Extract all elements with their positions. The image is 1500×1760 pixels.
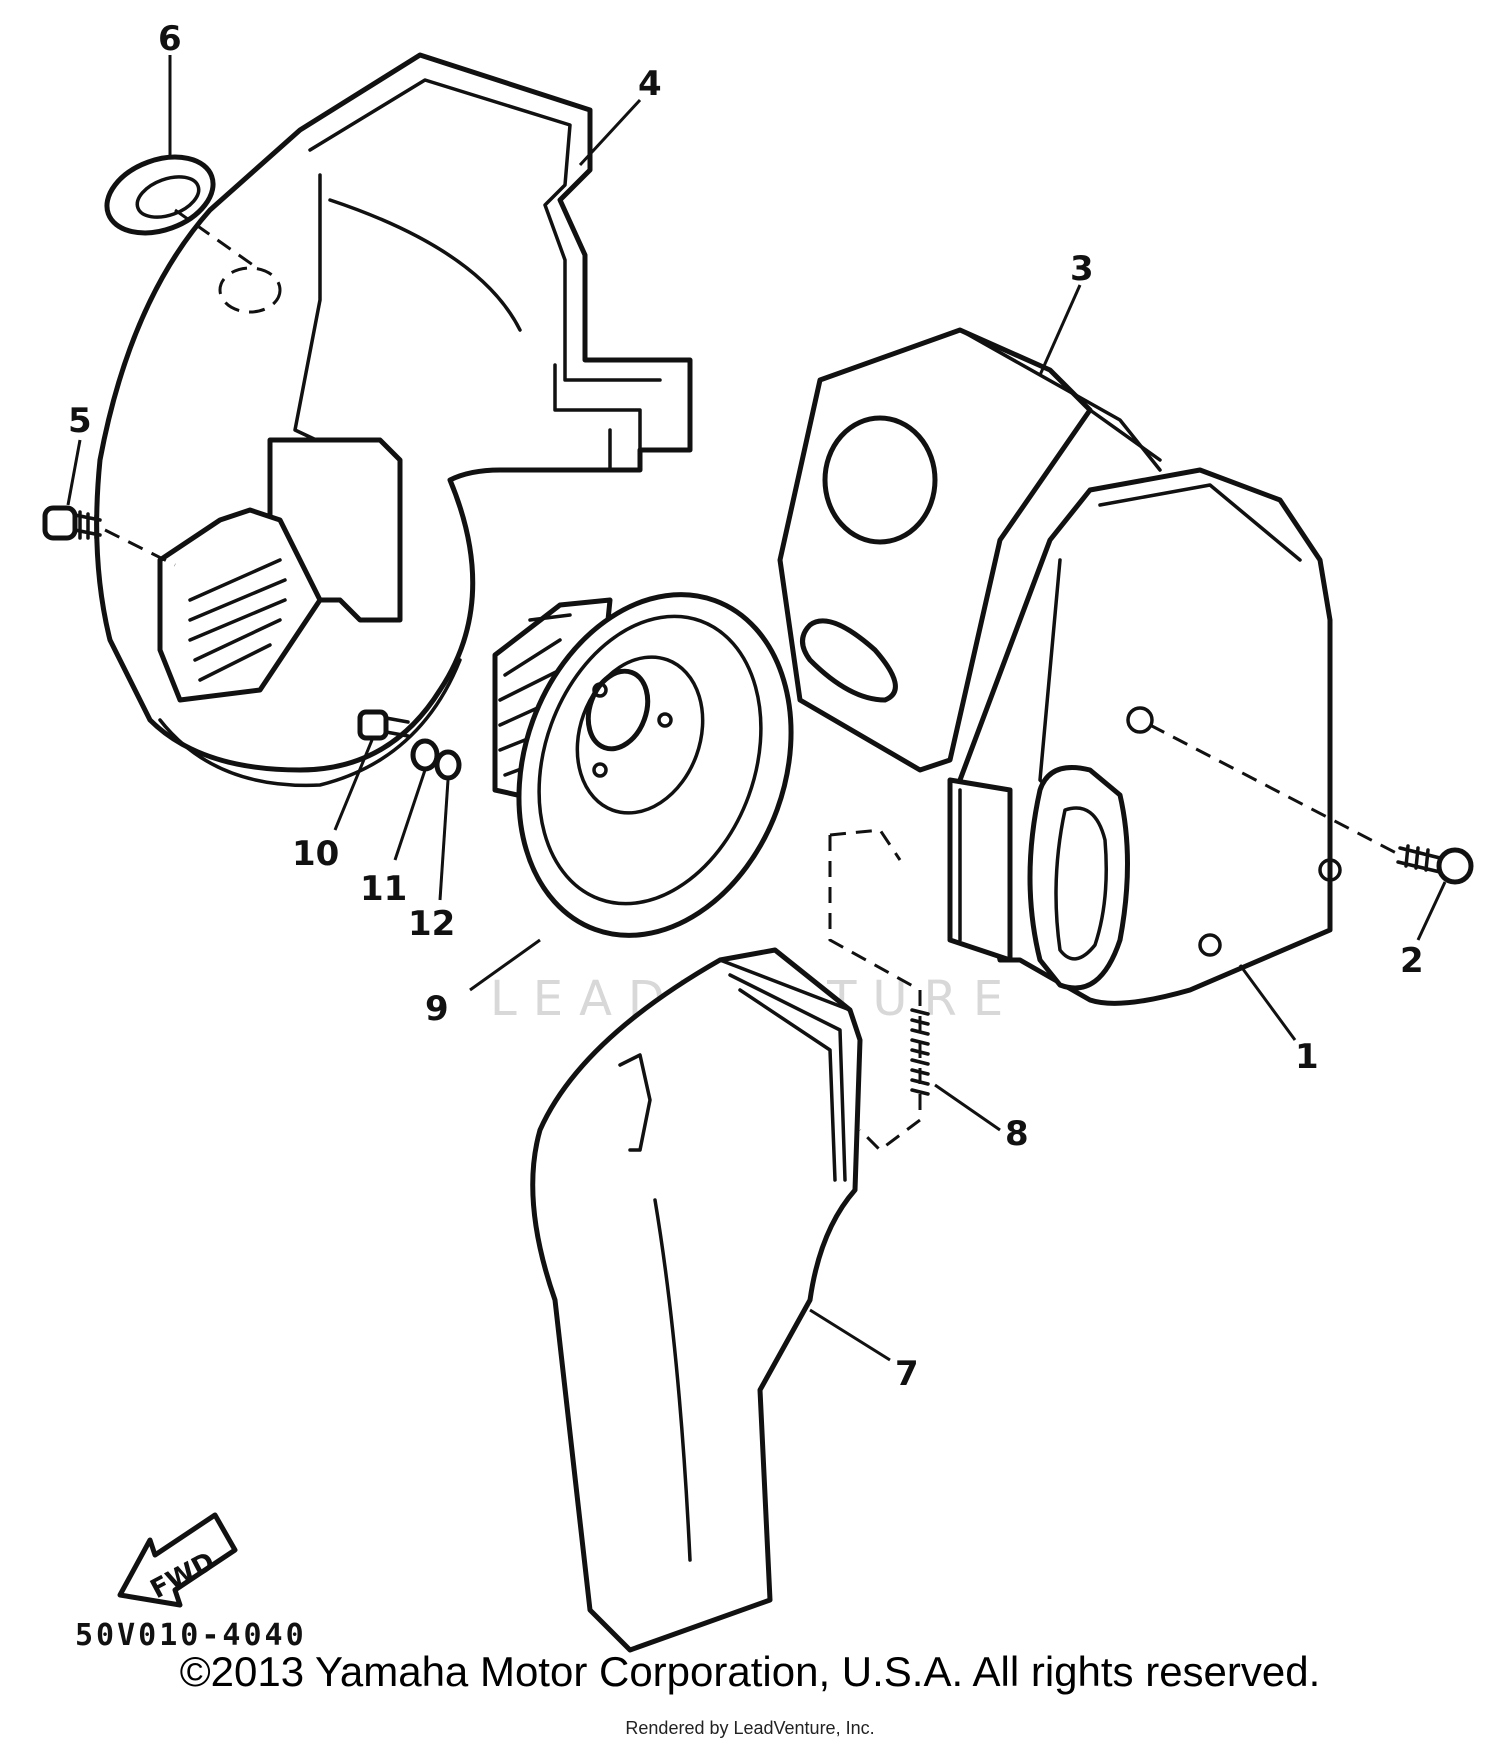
callout-2: 2 — [1400, 941, 1424, 981]
spring-part-8 — [828, 828, 930, 1152]
diagram-code: 50V010-4040 — [75, 1618, 307, 1653]
washer-part-12 — [434, 749, 462, 781]
bolt-part-5 — [42, 505, 176, 567]
callout-9: 9 — [425, 989, 449, 1029]
copyright-notice: ©2013 Yamaha Motor Corporation, U.S.A. A… — [179, 1648, 1321, 1695]
callout-4: 4 — [638, 64, 662, 104]
callout-6: 6 — [158, 19, 182, 59]
callout-labels: 6 4 3 5 10 11 12 9 2 1 8 7 — [68, 19, 1424, 1394]
callout-7: 7 — [895, 1354, 919, 1394]
callout-8: 8 — [1005, 1114, 1029, 1154]
callout-5: 5 — [68, 401, 92, 441]
rendered-by-note: Rendered by LeadVenture, Inc. — [625, 1718, 875, 1738]
leader-lines — [66, 55, 1447, 1362]
callout-3: 3 — [1070, 249, 1094, 289]
callout-12: 12 — [408, 904, 455, 944]
forward-arrow-icon: FWD — [117, 1512, 238, 1608]
cooling-fan-part-9 — [492, 592, 794, 938]
air-shroud-part-1 — [947, 467, 1401, 1006]
gasket-plate-part-3 — [777, 327, 1162, 773]
ignition-coil-bracket — [157, 437, 403, 703]
callout-10: 10 — [292, 834, 339, 874]
callout-11: 11 — [360, 869, 407, 909]
grommet-part-6 — [104, 154, 282, 314]
bolt-part-2 — [1396, 844, 1474, 885]
bolt-part-10 — [357, 709, 410, 741]
air-duct-part-7 — [530, 947, 863, 1653]
callout-1: 1 — [1295, 1037, 1319, 1077]
washer-part-11 — [410, 738, 440, 772]
